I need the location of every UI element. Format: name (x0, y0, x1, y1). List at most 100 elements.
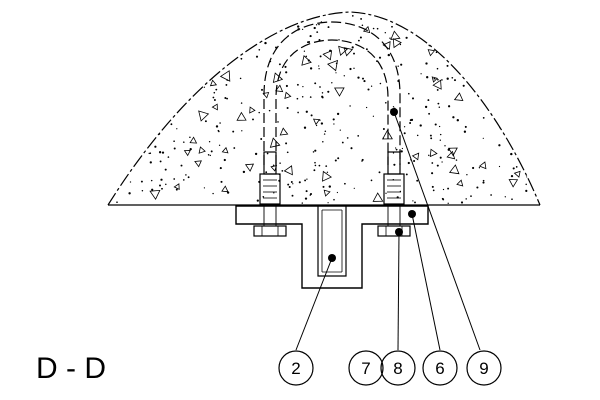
stipple-dot (397, 65, 399, 67)
stipple-dot (212, 192, 214, 195)
stipple-dot (516, 69, 520, 72)
stipple-dot (151, 188, 154, 191)
stipple-dot (451, 76, 454, 79)
stipple-dot (416, 134, 419, 137)
stipple-dot (442, 188, 445, 191)
stipple-dot (108, 105, 109, 107)
stipple-dot (438, 125, 441, 128)
stipple-dot (336, 191, 338, 194)
stipple-dot (336, 112, 340, 116)
stipple-dot (175, 188, 178, 191)
stipple-aggregate (322, 170, 332, 182)
stipple-dot (314, 161, 316, 164)
stipple-aggregate (221, 146, 229, 154)
stipple-dot (333, 198, 335, 201)
stipple-dot (391, 25, 393, 28)
stipple-dot (529, 81, 532, 84)
stipple-dot (159, 184, 161, 187)
stipple-dot (367, 88, 370, 91)
stipple-dot (427, 99, 430, 102)
stipple-dot (218, 130, 220, 133)
stipple-dot (309, 67, 313, 70)
stipple-dot (301, 96, 304, 98)
stipple-dot (148, 133, 151, 137)
stipple-dot (156, 74, 158, 76)
stipple-dot (490, 77, 493, 80)
stipple-dot (338, 39, 340, 41)
stipple-dot (525, 41, 528, 44)
stipple-dot (179, 64, 182, 67)
stipple-dot (212, 20, 215, 23)
stipple-dot (213, 99, 216, 101)
stipple-dot (310, 114, 313, 117)
stipple-dot (436, 67, 439, 70)
stipple-dot (139, 12, 142, 14)
stipple-dot (164, 45, 167, 48)
stipple-dot (533, 97, 535, 99)
stipple-dot (127, 100, 130, 103)
stipple-dot (297, 25, 300, 28)
stipple-dot (138, 54, 140, 56)
stipple-dot (392, 106, 395, 108)
stipple-dot (208, 58, 211, 61)
stipple-dot (205, 69, 208, 72)
stipple-dot (405, 36, 408, 39)
stipple-dot (447, 105, 451, 108)
stipple-dot (143, 42, 146, 45)
callout-2-label: 2 (291, 359, 300, 378)
stipple-dot (405, 173, 408, 176)
stipple-dot (428, 154, 430, 157)
stipple-dot (444, 23, 446, 25)
stipple-dot (166, 43, 168, 45)
stipple-dot (504, 43, 507, 46)
stipple-dot (431, 162, 434, 164)
stipple-dot (203, 187, 205, 189)
stipple-dot (114, 160, 116, 162)
stipple-aggregate (262, 91, 270, 99)
stipple-aggregate (500, 34, 510, 45)
stipple-dot (209, 154, 211, 157)
stipple-dot (119, 77, 122, 79)
stipple-dot (538, 14, 540, 16)
stipple-dot (163, 73, 166, 76)
stipple-dot (241, 130, 243, 132)
stipple-dot (206, 68, 209, 71)
stipple-dot (231, 31, 235, 34)
stipple-dot (131, 60, 134, 63)
stipple-aggregate (526, 144, 537, 155)
stipple-dot (277, 121, 279, 123)
stipple-dot (496, 118, 499, 120)
stipple-dot (204, 75, 207, 77)
stipple-dot (180, 164, 183, 167)
stipple-dot (353, 187, 355, 189)
stipple-dot (140, 32, 142, 34)
stipple-dot (412, 200, 414, 202)
stipple-dot (382, 128, 385, 130)
stipple-dot (474, 17, 476, 19)
stipple-dot (466, 43, 468, 46)
stipple-dot (349, 67, 352, 71)
stipple-dot (517, 126, 519, 128)
stipple-dot (536, 174, 539, 177)
stipple-dot (168, 57, 171, 60)
stipple-dot (393, 163, 396, 166)
u-bolt (259, 21, 405, 205)
stipple-dot (498, 165, 501, 168)
stipple-dot (110, 80, 112, 83)
stipple-dot (400, 150, 403, 153)
stipple-aggregate (456, 179, 464, 187)
stipple-dot (145, 70, 147, 72)
stipple-dot (445, 50, 448, 53)
stipple-dot (508, 84, 511, 88)
stipple-dot (343, 75, 345, 77)
stipple-dot (203, 86, 206, 88)
stipple-dot (258, 111, 260, 114)
stipple-aggregate (183, 149, 191, 157)
stipple-dot (361, 24, 364, 26)
stipple-dot (523, 56, 526, 59)
stipple-dot (318, 23, 320, 26)
stipple-aggregate (244, 163, 255, 172)
stipple-dot (223, 47, 226, 50)
leader-lines (295, 108, 481, 351)
stipple-dot (309, 35, 312, 38)
